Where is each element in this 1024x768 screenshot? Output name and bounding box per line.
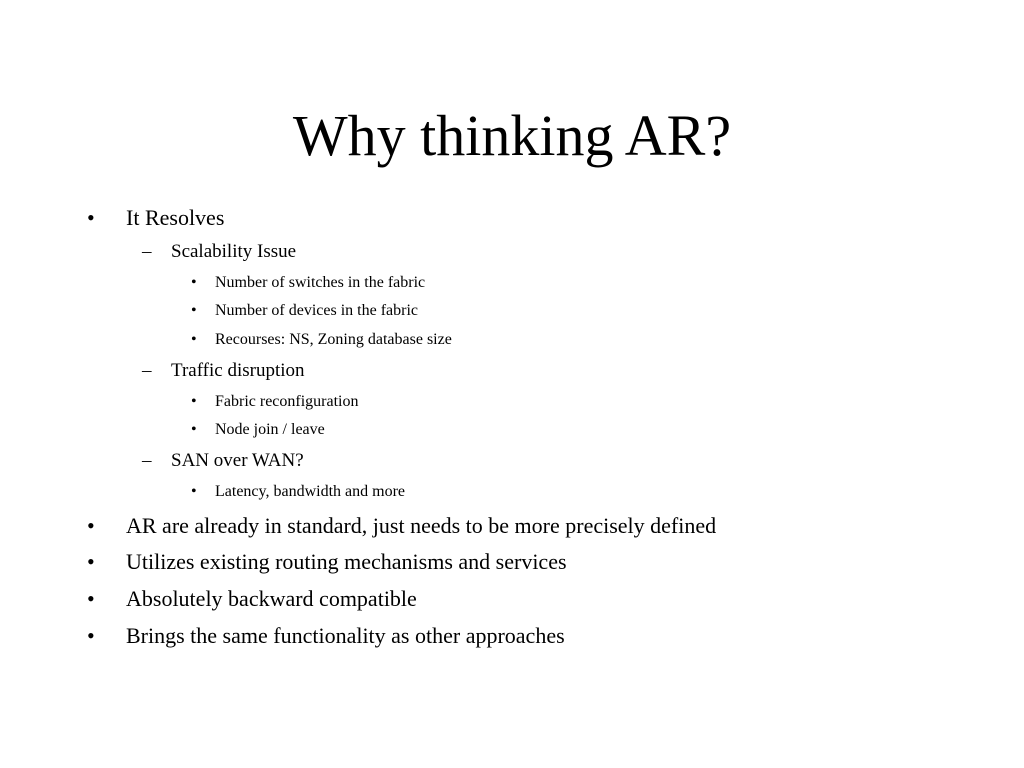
bullet-marker: • <box>191 483 197 500</box>
list-item-text: Scalability Issue <box>171 241 297 262</box>
slide-title: Why thinking AR? <box>292 103 732 168</box>
bullet-marker: • <box>87 623 95 648</box>
list-item-text: Number of switches in the fabric <box>215 274 426 291</box>
bullet-marker: • <box>191 331 197 348</box>
bullet-marker: • <box>87 586 95 611</box>
bullet-marker: • <box>191 302 197 319</box>
list-item-text: Node join / leave <box>215 421 325 438</box>
bullet-marker: • <box>191 393 197 410</box>
bullet-marker: • <box>191 274 197 291</box>
list-item-text: AR are already in standard, just needs t… <box>126 513 717 538</box>
list-item-text: Fabric reconfiguration <box>215 393 359 410</box>
list-item-text: SAN over WAN? <box>171 450 304 471</box>
list-item-text: Absolutely backward compatible <box>126 586 417 611</box>
list-item-text: Number of devices in the fabric <box>215 302 419 319</box>
list-item-text: Recourses: NS, Zoning database size <box>215 331 452 348</box>
bullet-marker: • <box>87 549 95 574</box>
list-item-text: Brings the same functionality as other a… <box>126 623 565 648</box>
bullet-marker: • <box>191 421 197 438</box>
list-item-text: Traffic disruption <box>171 360 305 381</box>
bullet-marker: • <box>87 513 95 538</box>
dash-marker: – <box>142 241 152 262</box>
dash-marker: – <box>142 360 152 381</box>
list-item-text: It Resolves <box>126 205 225 230</box>
list-item-text: Latency, bandwidth and more <box>215 483 406 500</box>
bullet-marker: • <box>87 205 95 230</box>
list-item-text: Utilizes existing routing mechanisms and… <box>126 549 567 574</box>
dash-marker: – <box>142 450 152 471</box>
